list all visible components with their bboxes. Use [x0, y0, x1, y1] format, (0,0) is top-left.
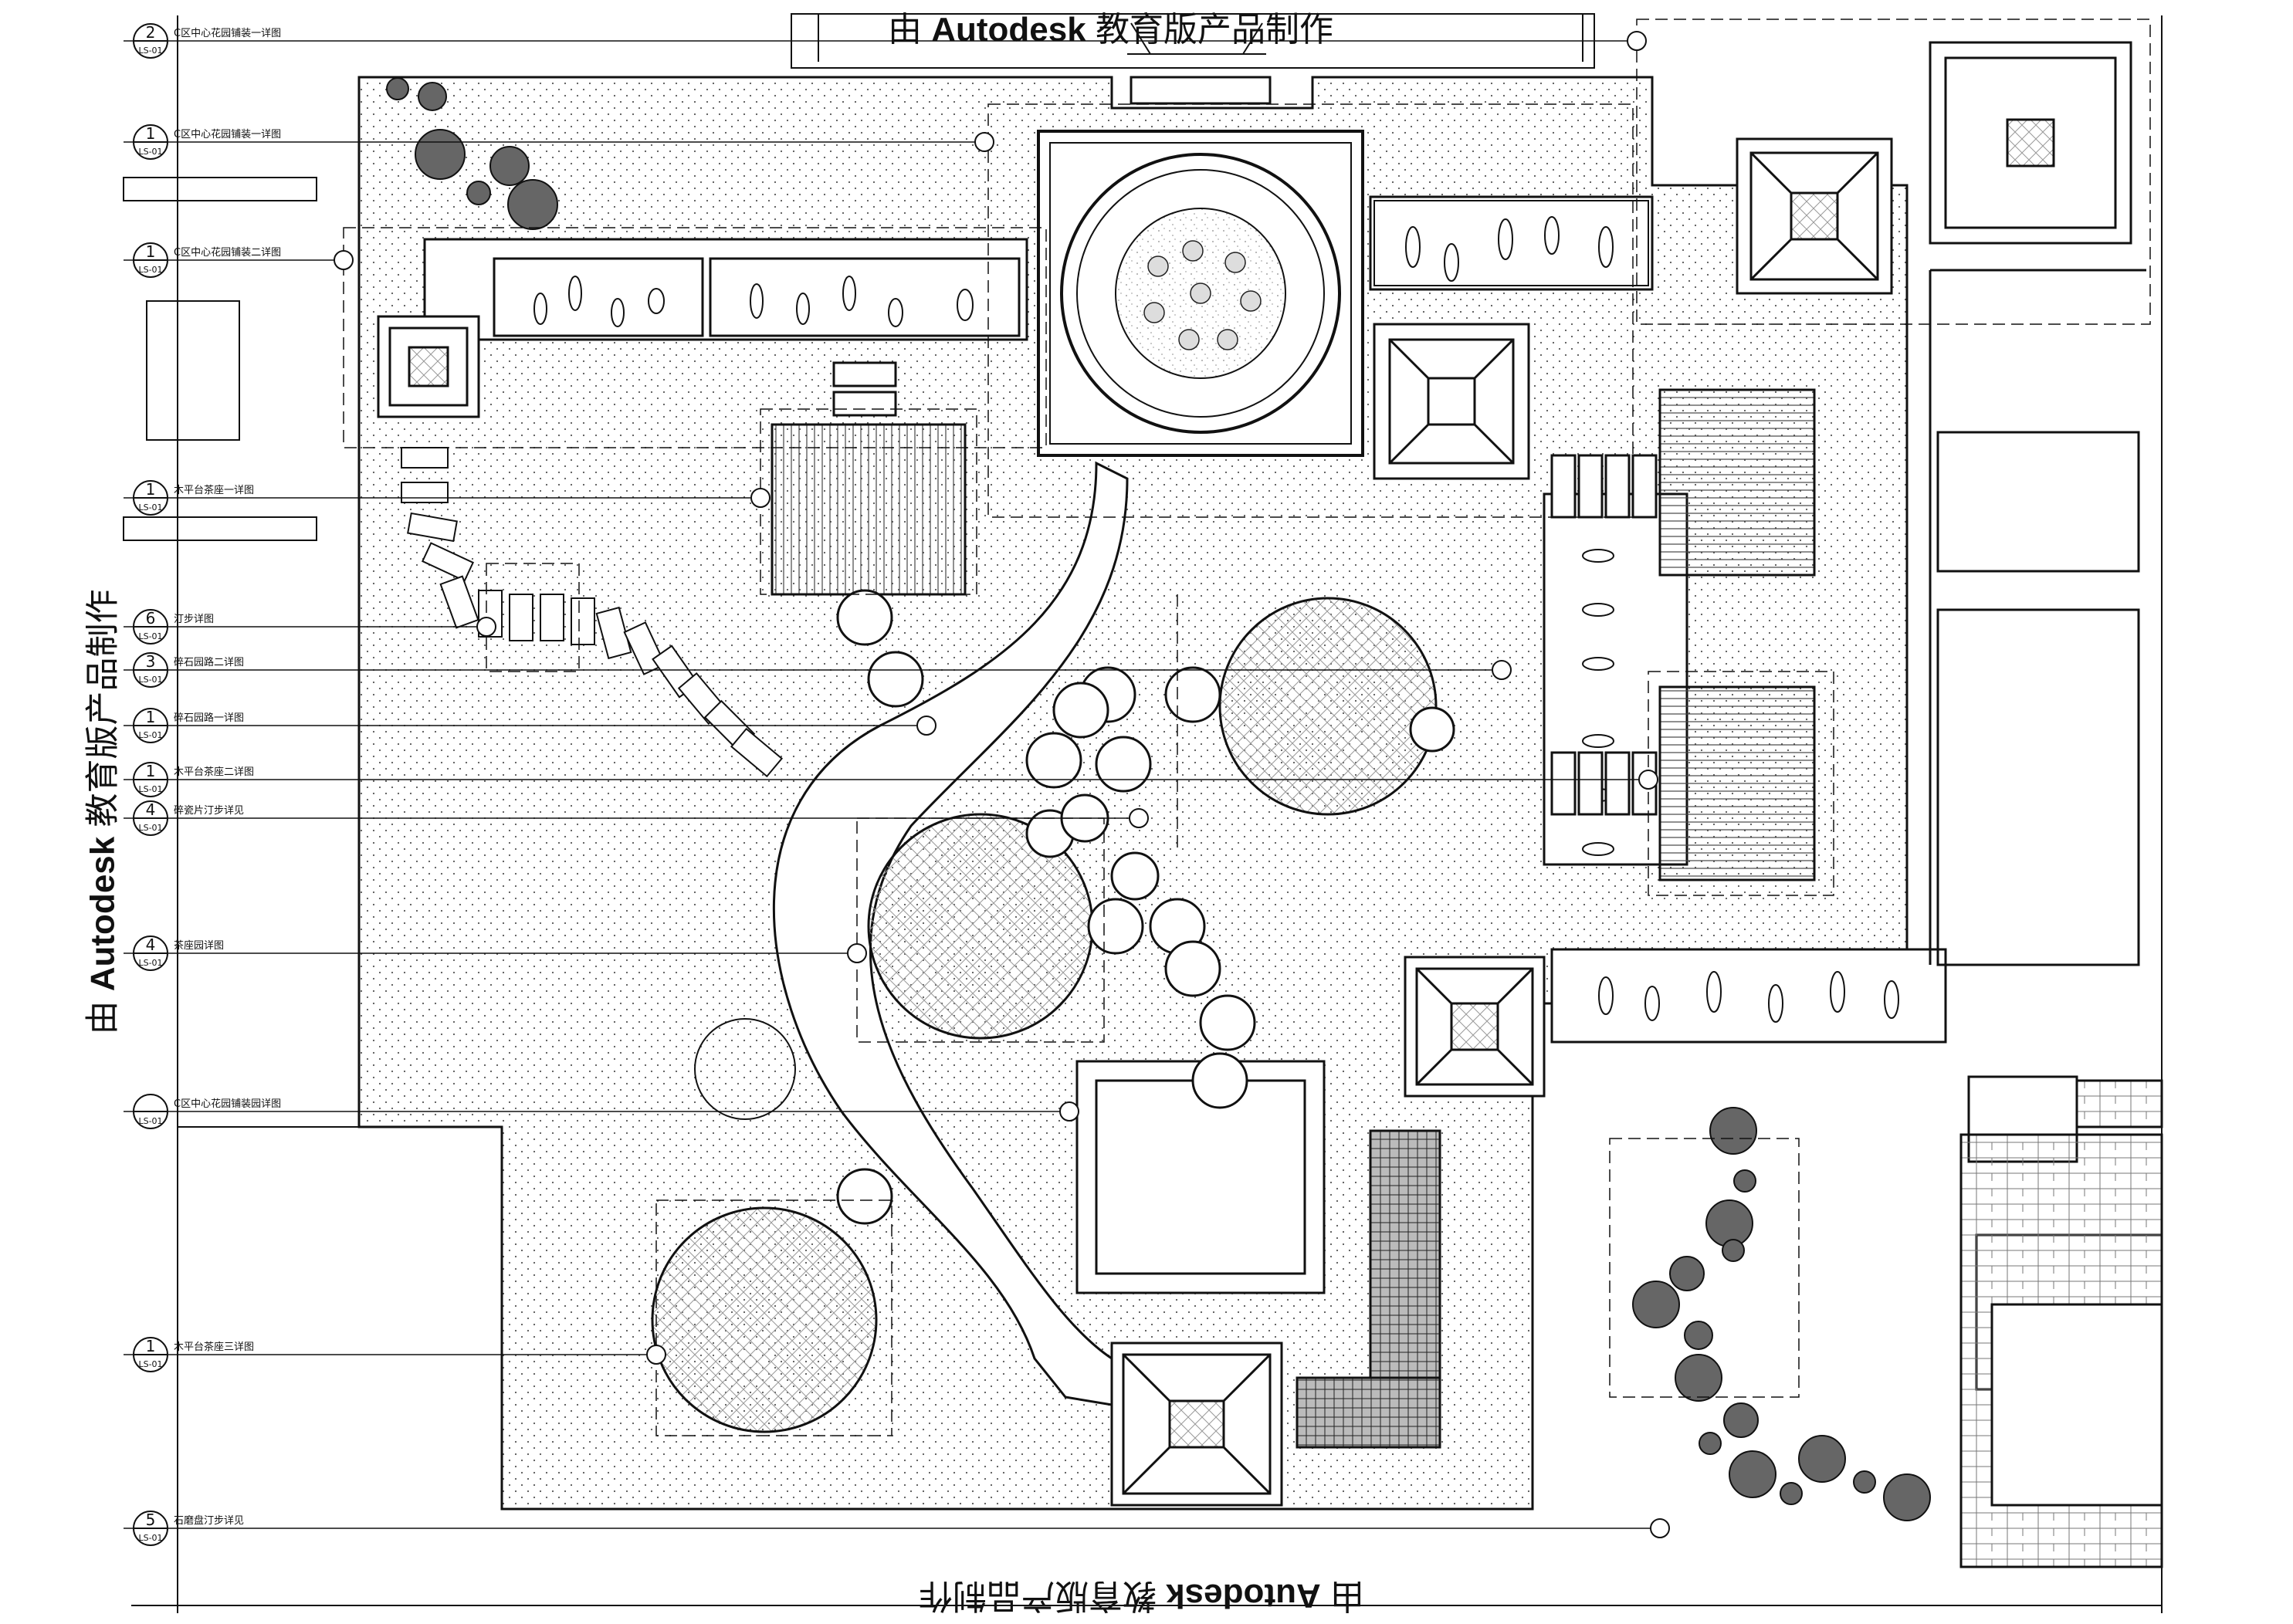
building-rooms [1929, 269, 2163, 1568]
left-boundary-details [123, 177, 359, 1128]
callout-marker: 4LS-01 碎瓷片汀步详见 [124, 800, 1149, 836]
callout-sheet: LS-01 [138, 675, 162, 685]
callout-label: 石磨盘汀步详见 [174, 1514, 244, 1527]
callout-marker: 1LS-01 木平台茶座二详图 [124, 762, 1658, 797]
granite-strip [1296, 1129, 1441, 1449]
callout-number: 6 [146, 609, 156, 628]
callout-label: 碎石园路二详图 [174, 656, 244, 668]
callout-label: 木平台茶座二详图 [174, 766, 254, 778]
callout-number: 5 [146, 1511, 156, 1529]
callout-marker: 1LS-01 木平台茶座一详图 [124, 480, 771, 516]
callout-sheet: LS-01 [138, 147, 162, 157]
callout-label: C区中心花园铺装二详图 [174, 246, 281, 259]
callout-sheet: LS-01 [138, 1359, 162, 1369]
callout-number: 1 [146, 242, 156, 261]
callout-number: 1 [146, 708, 156, 726]
callout-number: 4 [146, 935, 156, 954]
callout-label: 木平台茶座一详图 [174, 484, 254, 496]
arc-stepping-stones [401, 447, 784, 778]
callout-label: C区中心花园铺装一详图 [174, 27, 281, 39]
callout-sheet: LS-01 [138, 1533, 162, 1543]
callout-number: 2 [146, 23, 156, 42]
callout-marker: 3LS-01 碎石园路二详图 [124, 652, 1512, 688]
central-fountain [1037, 76, 1364, 457]
watermark-bottom: 由 Autodesk 教育版产品制作 [919, 1577, 1364, 1615]
callout-number: 4 [146, 800, 156, 819]
callout-label: 茶座园详图 [174, 939, 224, 952]
trees [386, 77, 1931, 1521]
callout-number: 1 [146, 124, 156, 143]
callout-number: 1 [146, 480, 156, 499]
shrub-marker [694, 1018, 796, 1120]
callout-marker: 5LS-01 石磨盘汀步详见 [124, 1511, 1670, 1546]
callout-label: 汀步详图 [174, 614, 214, 625]
round-stones [836, 589, 1455, 1225]
callout-sheet: LS-01 [138, 784, 162, 794]
callout-marker: 1LS-01 C区中心花园铺装一详图 [124, 124, 994, 160]
pavilions [377, 41, 2132, 1507]
callout-marker: 1LS-01 木平台茶座三详图 [124, 1337, 666, 1372]
callout-number: 1 [146, 1337, 156, 1355]
callout-number: 1 [146, 762, 156, 780]
callout-label: C区中心花园铺装园详图 [174, 1098, 281, 1110]
callout-sheet: LS-01 [138, 730, 162, 740]
callout-sheet: LS-01 [138, 265, 162, 275]
pergola [1075, 1060, 1326, 1294]
callout-sheet: LS-01 [138, 958, 162, 968]
callout-marker: LS-01 C区中心花园铺装园详图 [124, 1094, 1079, 1129]
callout-label: 碎瓷片汀步详见 [174, 805, 244, 817]
callout-marker: 2LS-01 C区中心花园铺装一详图 [124, 23, 1647, 59]
callout-sheet: LS-01 [138, 823, 162, 833]
callout-sheet: LS-01 [138, 502, 162, 513]
callout-marker: 1LS-01 C区中心花园铺装二详图 [124, 242, 354, 278]
circular-plazas [651, 597, 1438, 1433]
callout-marker: 4LS-01 茶座园详图 [124, 935, 867, 971]
callout-label: 木平台茶座三详图 [174, 1341, 254, 1353]
callout-sheet: LS-01 [138, 1116, 162, 1126]
callout-sheet: LS-01 [138, 631, 162, 641]
callout-label: C区中心花园铺装一详图 [174, 128, 281, 140]
callout-sheet: LS-01 [138, 46, 162, 56]
watermark-top: 由 Autodesk 教育版产品制作 [888, 11, 1333, 49]
wood-decks [771, 361, 1816, 881]
callout-label: 碎石园路一详图 [174, 712, 244, 724]
watermark-left: 由 Autodesk 教育版产品制作 [83, 589, 122, 1035]
callout-number: 3 [146, 652, 156, 671]
callout-marker: 6LS-01 汀步详图 [124, 609, 496, 645]
callout-marker: 1LS-01 碎石园路一详图 [124, 708, 937, 743]
